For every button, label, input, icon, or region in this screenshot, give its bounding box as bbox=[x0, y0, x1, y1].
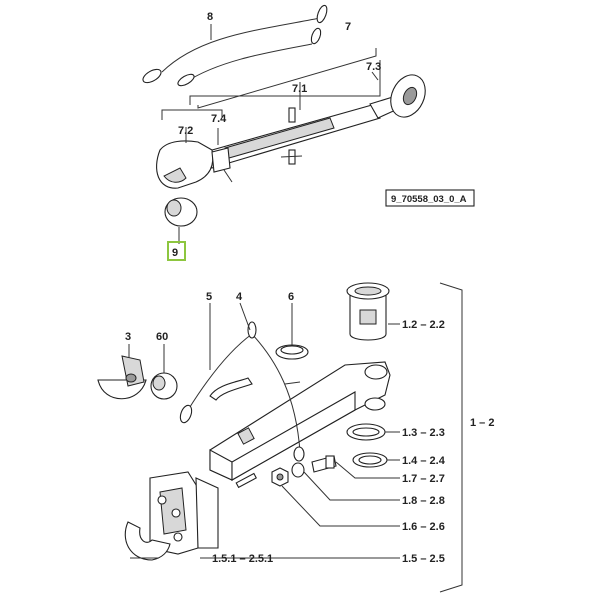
callout-6: 6 bbox=[288, 291, 294, 303]
callout-9-highlight[interactable] bbox=[167, 241, 186, 261]
callout-1-5-2-5: 1.5 – 2.5 bbox=[402, 553, 445, 565]
cable-loop-top2 bbox=[310, 27, 322, 45]
callout-7-4: 7.4 bbox=[211, 113, 227, 125]
callout-1-4-2-4: 1.4 – 2.4 bbox=[402, 455, 446, 467]
safety-cable bbox=[161, 17, 321, 73]
cable-loop-top bbox=[316, 4, 328, 24]
callout-1-5-1-2-5-1: 1.5.1 – 2.5.1 bbox=[212, 553, 273, 565]
callout-1-2-2-2: 1.2 – 2.2 bbox=[402, 319, 445, 331]
top-link-hook bbox=[156, 140, 214, 189]
callout-1-2: 1 – 2 bbox=[470, 417, 494, 429]
lower-cable bbox=[187, 333, 301, 453]
lower-link-hook bbox=[124, 471, 219, 561]
callout-1-6-2-6: 1.6 – 2.6 bbox=[402, 521, 445, 533]
lower-link-assembly: 1 – 2 bbox=[97, 282, 494, 593]
callout-5: 5 bbox=[206, 291, 212, 303]
bushing bbox=[346, 282, 390, 341]
safety-cable-lower bbox=[185, 43, 313, 83]
lock-washer bbox=[291, 462, 305, 478]
figure-code-box bbox=[385, 189, 475, 207]
callout-7-1: 7.1 bbox=[292, 83, 307, 95]
group-bracket bbox=[439, 282, 463, 593]
callout-1-7-2-7: 1.7 – 2.7 bbox=[402, 473, 445, 485]
callout-7-3: 7.3 bbox=[366, 61, 381, 73]
callout-60: 60 bbox=[156, 331, 168, 343]
callout-9[interactable]: 9 bbox=[172, 247, 178, 259]
callout-4: 4 bbox=[236, 291, 243, 303]
callout-7: 7 bbox=[345, 21, 351, 33]
callout-1-8-2-8: 1.8 – 2.8 bbox=[402, 495, 445, 507]
top-link-assembly: 8 7 7.3 7.1 7.2 7.4 9 9_70558_03_0_A bbox=[142, 4, 475, 261]
callout-7-2: 7.2 bbox=[178, 125, 193, 137]
callout-3: 3 bbox=[125, 331, 131, 343]
figure-code: 9_70558_03_0_A bbox=[391, 194, 467, 205]
cable-loop-left bbox=[142, 68, 162, 84]
callout-1-3-2-3: 1.3 – 2.3 bbox=[402, 427, 445, 439]
callout-8: 8 bbox=[207, 11, 213, 23]
linch-pin bbox=[209, 377, 253, 401]
cable-loop-mid bbox=[177, 73, 195, 87]
